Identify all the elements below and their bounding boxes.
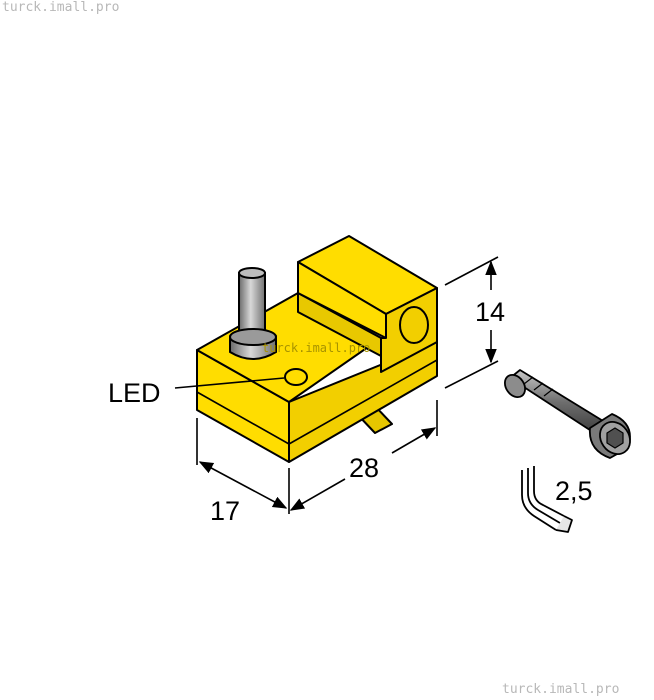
led-label: LED — [108, 378, 161, 408]
dimension-lines — [174, 256, 499, 514]
led-indicator — [284, 368, 308, 386]
screw-tip — [504, 373, 526, 399]
watermark-bottom: turck.imall.pro — [502, 682, 620, 697]
width-dim-arrow — [198, 461, 288, 509]
watermark-center: turck.imall.pro — [262, 341, 371, 355]
height-dimension: 14 — [475, 297, 505, 327]
hex-key-body — [521, 470, 557, 531]
cable-gland-top — [229, 328, 277, 346]
screw-shaft — [509, 369, 609, 435]
hex-key-size: 2,5 — [555, 476, 593, 506]
sensor-housing — [196, 235, 438, 463]
seam-line-front — [196, 391, 290, 445]
led-leader-line — [174, 377, 285, 389]
hex-key-tip — [555, 515, 573, 533]
length-dim-left-arrow — [289, 478, 346, 511]
cable-end — [238, 267, 266, 279]
cable — [238, 272, 266, 338]
height-ext-bottom — [444, 360, 499, 389]
height-ext-top — [444, 256, 499, 286]
hex-key — [521, 466, 573, 533]
length-dimension: 28 — [349, 453, 379, 483]
length-dim-right-arrow — [391, 427, 437, 454]
width-dimension: 17 — [210, 496, 240, 526]
seam-line-side — [288, 359, 438, 445]
mounting-hole — [399, 306, 429, 344]
hex-socket-icon — [606, 427, 624, 449]
mounting-screw — [504, 369, 631, 459]
cable-assembly — [229, 267, 277, 360]
watermark-top: turck.imall.pro — [2, 0, 120, 15]
